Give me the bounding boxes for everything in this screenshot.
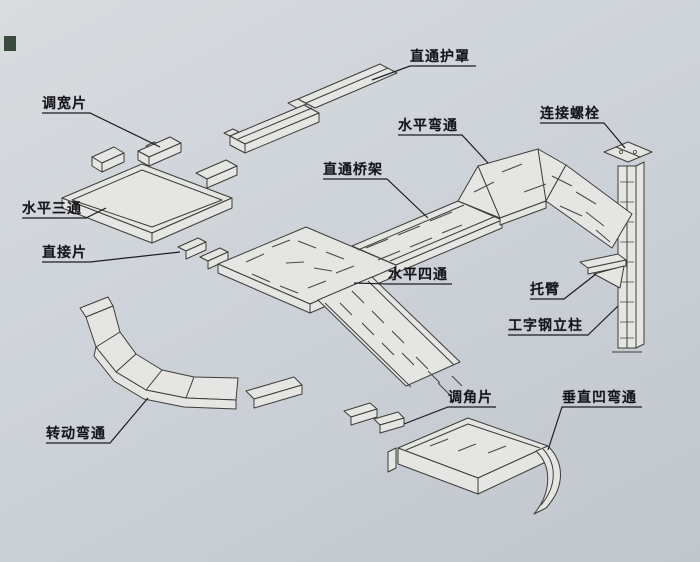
label-angle-adjust: 调角片	[448, 390, 493, 406]
label-rotating-bend: 转动弯通	[46, 426, 106, 442]
leader-vertical-concave-bend	[547, 406, 642, 451]
cover-part-drawing	[223, 63, 398, 154]
leader-rotating-bend	[46, 397, 149, 444]
direct-piece-drawing	[177, 237, 229, 270]
vertical-concave-bend-drawing	[387, 417, 561, 515]
label-cover: 直通护罩	[410, 49, 470, 65]
bracket-arm-drawing	[579, 253, 627, 289]
leader-horizontal-tee	[22, 207, 107, 219]
leader-angle-adjust	[403, 406, 496, 425]
label-horizontal-bend: 水平弯通	[398, 118, 458, 134]
rotating-bend-drawing	[79, 296, 239, 410]
label-straight-tray: 直通桥架	[323, 162, 383, 178]
leader-bracket-arm	[530, 273, 597, 300]
leader-straight-tray	[323, 178, 429, 219]
leader-horizontal-cross	[353, 282, 452, 285]
angle-adjust-pieces-drawing	[245, 376, 405, 434]
leader-lines	[22, 65, 642, 451]
label-direct-piece: 直接片	[42, 245, 87, 261]
leader-horizontal-bend	[398, 134, 489, 164]
leader-cover	[371, 65, 476, 81]
label-ibeam-column: 工字钢立柱	[508, 318, 583, 334]
leader-direct-piece	[42, 251, 181, 263]
label-horizontal-tee: 水平三通	[22, 201, 82, 217]
label-bracket-arm: 托臂	[530, 282, 560, 298]
branch-tray-drawing	[317, 276, 463, 396]
scan-artifact	[4, 36, 16, 51]
horizontal-tee-drawing	[61, 163, 233, 244]
leader-width-adjust	[42, 112, 161, 148]
horizontal-bend-drawing	[457, 148, 633, 249]
label-vertical-concave-bend: 垂直凹弯通	[562, 390, 637, 406]
label-horizontal-cross: 水平四通	[388, 267, 448, 283]
leader-connect-bolt	[540, 122, 626, 149]
leader-ibeam-column	[508, 305, 619, 336]
label-connect-bolt: 连接螺栓	[540, 106, 600, 122]
label-width-adjust: 调宽片	[42, 96, 87, 112]
